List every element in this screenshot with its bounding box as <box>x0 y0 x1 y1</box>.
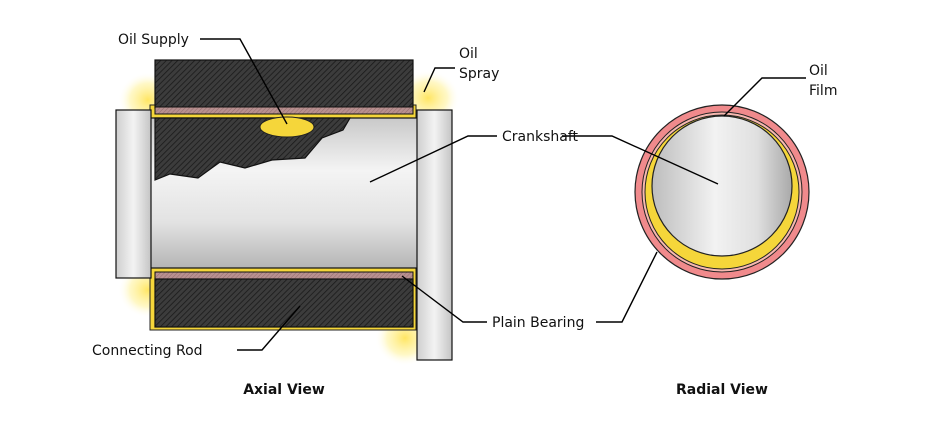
leader-oil-spray <box>423 67 455 93</box>
leader-oil-supply <box>200 38 288 125</box>
label-connecting-rod: Connecting Rod <box>92 343 203 359</box>
leader-crankshaft-radial <box>562 135 719 185</box>
leader-plain-bearing-radial <box>596 251 658 323</box>
leader-plain-bearing-axial <box>401 275 487 323</box>
label-plain-bearing: Plain Bearing <box>492 315 584 331</box>
labels: Oil Supply Oil Spray Crankshaft Oil Film… <box>92 32 837 398</box>
connecting-rod-bottom <box>154 278 414 328</box>
label-oil-film-line2: Film <box>809 83 837 99</box>
crankshaft-flange-left <box>115 109 152 279</box>
crankshaft-flange-right <box>416 109 453 361</box>
leader-crankshaft <box>369 135 497 183</box>
leader-connecting-rod <box>237 305 301 351</box>
oil-supply-pool <box>259 116 315 138</box>
connecting-rod-top <box>154 59 414 109</box>
leader-lines <box>200 38 806 351</box>
axial-view <box>115 59 460 366</box>
label-oil-spray-line1: Oil <box>459 46 478 62</box>
title-axial-view: Axial View <box>243 382 325 398</box>
label-oil-spray-line2: Spray <box>459 66 499 82</box>
title-radial-view: Radial View <box>676 382 768 398</box>
plain-bearing-top <box>154 106 414 115</box>
label-oil-film-line1: Oil <box>809 63 828 79</box>
leader-oil-film <box>723 77 806 117</box>
radial-crankshaft <box>651 115 793 257</box>
radial-view <box>634 104 810 280</box>
plain-bearing-bottom <box>154 271 414 280</box>
label-oil-supply: Oil Supply <box>118 32 189 48</box>
label-crankshaft: Crankshaft <box>502 129 579 145</box>
